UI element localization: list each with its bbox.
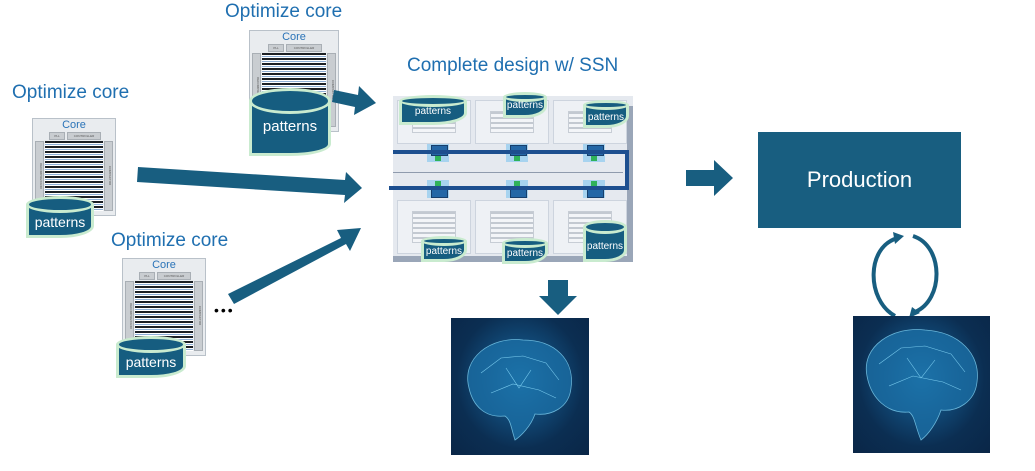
compactor-bar: COMPACTOR — [327, 53, 336, 127]
cylinder-top — [116, 336, 186, 353]
ssn-signal — [435, 156, 441, 161]
cylinder-top — [583, 100, 629, 110]
ssn-signal — [591, 181, 597, 186]
patterns-label: patterns — [587, 112, 625, 123]
patterns-database-icon: patterns — [399, 95, 467, 125]
feedback-arrow-down — [912, 234, 939, 314]
brain-network-icon — [865, 329, 978, 441]
complete-design-title: Complete design w/ SSN — [407, 55, 619, 76]
patterns-label: patterns — [506, 100, 544, 111]
patterns-database-icon: patterns — [116, 336, 186, 378]
pll-tag: PLL — [49, 132, 65, 140]
pll-tag: PLL — [268, 44, 284, 52]
cylinder-body — [421, 241, 467, 262]
ssn-bus-forward — [393, 150, 629, 154]
patterns-database-icon: patterns — [583, 100, 629, 128]
ssn-edge — [627, 106, 633, 262]
ssn-design-grid: patterns patterns patterns patterns patt… — [389, 92, 633, 264]
core-chip-title: Core — [152, 259, 176, 271]
cylinder-top — [503, 92, 547, 102]
patterns-label: patterns — [34, 214, 86, 230]
cylinder-top — [583, 220, 627, 234]
patterns-database-icon: patterns — [502, 238, 548, 264]
optimize-core-title-top: Optimize core — [225, 1, 343, 22]
ai-model-brain-image — [853, 316, 990, 453]
production-box: Production — [758, 132, 961, 228]
ssn-signal — [435, 181, 441, 186]
patterns-label: patterns — [425, 246, 463, 257]
patterns-label: patterns — [125, 354, 177, 370]
patterns-database-icon: patterns — [26, 196, 94, 238]
controller-tag: CONTROLLER — [67, 132, 101, 140]
ssn-signal — [514, 156, 520, 161]
patterns-database-icon: patterns — [503, 92, 547, 118]
core-chip-title: Core — [282, 31, 306, 43]
ssn-bus-return — [389, 186, 629, 190]
controller-tag: CONTROLLER — [286, 44, 322, 52]
cylinder-top — [421, 236, 467, 246]
controller-tag: CONTROLLER — [157, 272, 191, 280]
patterns-label: patterns — [262, 118, 318, 135]
ssn-thin-line — [393, 172, 623, 173]
compactor-bar: COMPACTOR — [194, 281, 203, 351]
cylinder-body — [502, 243, 548, 264]
ai-model-brain-image — [451, 318, 589, 455]
patterns-database-icon: patterns — [249, 88, 331, 156]
cylinder-top — [249, 88, 331, 114]
ssn-signal — [514, 181, 520, 186]
arrow-top-core-to-design — [332, 86, 376, 115]
patterns-label: patterns — [586, 241, 624, 252]
feedback-arrow-down-head — [909, 307, 920, 318]
arrow-design-to-model — [539, 280, 577, 315]
brain-network-icon — [467, 339, 572, 441]
optimize-core-title-left: Optimize core — [12, 82, 130, 103]
feedback-arrow-up — [871, 236, 899, 318]
patterns-database-icon: patterns — [583, 220, 627, 262]
patterns-database-icon: patterns — [421, 236, 467, 262]
production-label: Production — [806, 167, 913, 192]
patterns-label: patterns — [506, 248, 544, 259]
arrow-design-to-production — [686, 160, 733, 196]
arrow-bottom-core-to-design — [228, 228, 361, 304]
cylinder-body — [583, 105, 629, 128]
cylinder-body — [503, 97, 547, 118]
core-chip-title: Core — [62, 119, 86, 131]
arrow-left-core-to-design — [137, 167, 362, 203]
cylinder-top — [399, 95, 467, 107]
ssn-signal — [591, 156, 597, 161]
cylinder-top — [26, 196, 94, 213]
compactor-bar: COMPACTOR — [104, 141, 113, 211]
optimize-core-title-bottom: Optimize core — [111, 230, 229, 251]
pll-tag: PLL — [139, 272, 155, 280]
patterns-label: patterns — [414, 106, 452, 117]
ssn-bus-turn — [625, 150, 629, 190]
ellipsis: ••• — [214, 302, 235, 318]
cylinder-top — [502, 238, 548, 248]
feedback-arrow-up-head — [893, 232, 904, 244]
